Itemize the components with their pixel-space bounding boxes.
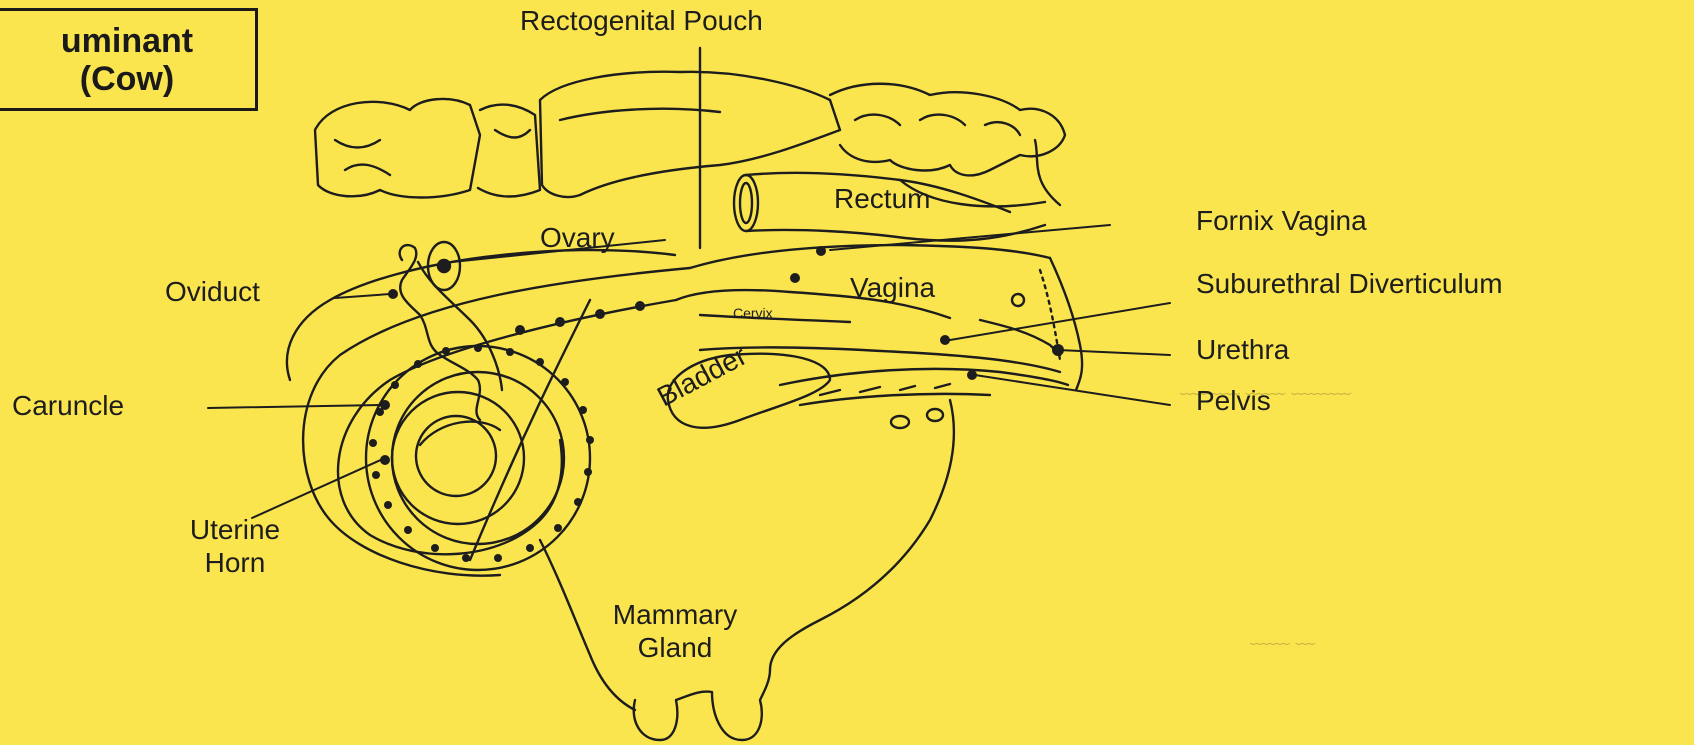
label-uterine-horn: Uterine Horn (170, 513, 300, 579)
label-mammary-gland: Mammary Gland (600, 598, 750, 664)
label-mammary-gland-line1: Mammary (600, 598, 750, 631)
label-oviduct: Oviduct (165, 276, 260, 308)
oviduct-outline (400, 245, 502, 420)
label-pelvis: Pelvis (1196, 385, 1271, 417)
bleed-through-text: ﹏﹏ ﹏ (1250, 620, 1316, 649)
label-vagina: Vagina (850, 272, 935, 304)
label-rectum: Rectum (834, 183, 930, 215)
label-suburethral-diverticulum: Suburethral Diverticulum (1196, 268, 1503, 300)
spine-vertebrae (315, 72, 1065, 205)
label-caruncle: Caruncle (12, 390, 124, 422)
mammary-gland-outline (540, 400, 954, 740)
label-uterine-horn-line2: Horn (170, 546, 300, 579)
label-uterine-horn-line1: Uterine (170, 513, 300, 546)
label-fornix-vagina: Fornix Vagina (1196, 205, 1367, 237)
label-mammary-gland-line2: Gland (600, 631, 750, 664)
label-cervix: Cervix (733, 305, 773, 321)
label-ovary: Ovary (540, 222, 615, 254)
label-urethra: Urethra (1196, 334, 1289, 366)
caruncle-dots (369, 301, 645, 562)
label-rectogenital-pouch: Rectogenital Pouch (520, 5, 763, 37)
pelvis-outline (780, 369, 1068, 428)
uterus-outline (287, 250, 690, 576)
